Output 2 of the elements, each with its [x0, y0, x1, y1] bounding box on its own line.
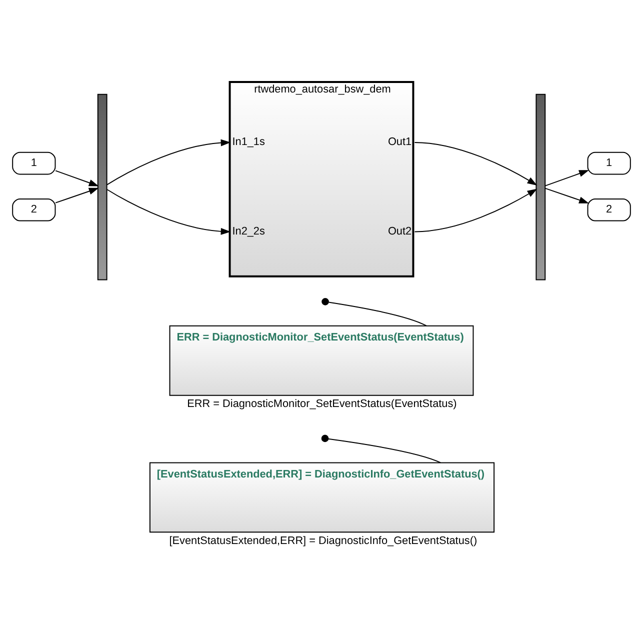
- node-label: [EventStatusExtended,ERR] = DiagnosticInfo_GetEventStatus(): [169, 534, 478, 546]
- node-label: ERR = DiagnosticMonitor_SetEventStatus(EventStatus): [187, 398, 457, 410]
